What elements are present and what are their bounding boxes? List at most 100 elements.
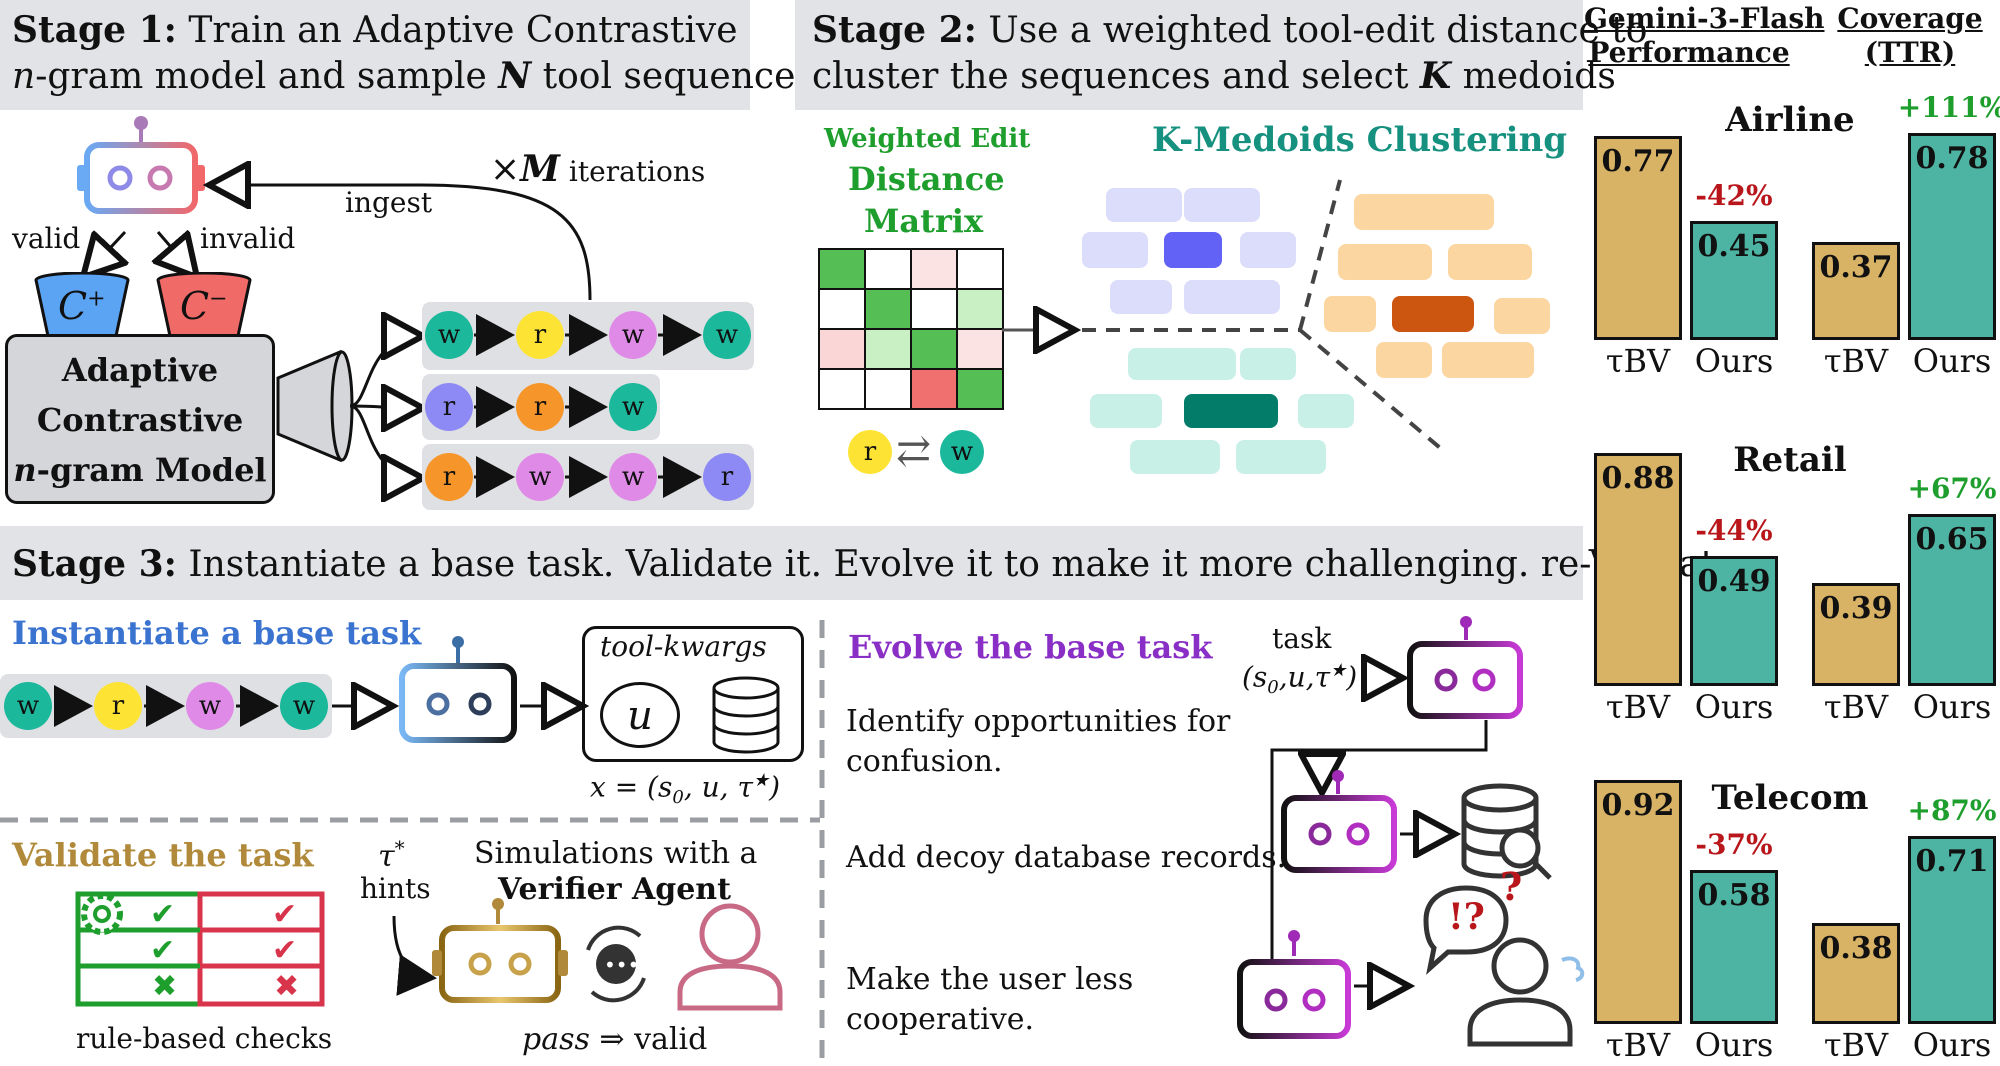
sequence-arrows bbox=[474, 314, 702, 498]
x-tick-label: τBV bbox=[1605, 1026, 1671, 1064]
bar-value-label: 0.37 bbox=[1819, 250, 1893, 285]
tau-star-label: τ* bbox=[378, 836, 405, 874]
stage1-heading: Stage 1: Train an Adaptive Contrastive bbox=[12, 9, 738, 51]
x-tick-label: τBV bbox=[1605, 342, 1671, 380]
bar-value-label: 0.38 bbox=[1819, 931, 1893, 966]
x-tick-label: τBV bbox=[1823, 342, 1889, 380]
swap-icon: ⇄ bbox=[896, 426, 932, 475]
tool-node: w bbox=[4, 682, 52, 730]
task-formula: x = (s0, u, τ★) bbox=[590, 770, 781, 808]
tool-node: w bbox=[609, 453, 657, 501]
cluster-chip bbox=[1184, 188, 1260, 222]
bar-value-label: 0.65 bbox=[1915, 522, 1989, 557]
cluster-chip bbox=[1110, 280, 1172, 314]
tool-node: w bbox=[609, 311, 657, 359]
domain-title: Telecom bbox=[1711, 778, 1869, 818]
domain-title: Retail bbox=[1733, 440, 1847, 480]
cluster-chip bbox=[1494, 298, 1550, 334]
bar bbox=[1594, 136, 1682, 340]
question-mark: ? bbox=[1500, 864, 1523, 909]
cluster-chip bbox=[1448, 244, 1532, 280]
evolve-graphics bbox=[1237, 616, 1585, 1047]
evolve-step-2: Add decoy database records. bbox=[846, 840, 1287, 875]
x-tick-label: τBV bbox=[1823, 1026, 1889, 1064]
tool-node: w bbox=[425, 311, 473, 359]
evolve-title: Evolve the base task bbox=[848, 628, 1213, 666]
svg-text:✖: ✖ bbox=[152, 969, 177, 1004]
medoid-chip bbox=[1184, 394, 1278, 428]
col1-header: Gemini-3-Flash Performance bbox=[1584, 2, 1825, 69]
change-label: -37% bbox=[1695, 828, 1773, 861]
bar bbox=[1690, 870, 1778, 1024]
stage1-header-band bbox=[0, 0, 750, 110]
cluster-chip bbox=[1240, 232, 1296, 268]
tool-node: w bbox=[703, 311, 751, 359]
task-label: task bbox=[1272, 622, 1332, 655]
change-label: +87% bbox=[1907, 794, 1997, 827]
weighted-edit-label: Weighted Edit bbox=[824, 124, 1031, 154]
cluster-chip bbox=[1128, 348, 1236, 380]
robot-icon bbox=[77, 116, 205, 214]
stage2-heading: Stage 2: Use a weighted tool-edit distan… bbox=[812, 9, 1648, 51]
evolve-step-1b: confusion. bbox=[846, 744, 1003, 779]
tool-node: r bbox=[425, 383, 473, 431]
change-label: -44% bbox=[1695, 514, 1773, 547]
bar-value-label: 0.45 bbox=[1697, 229, 1771, 264]
bar-value-label: 0.39 bbox=[1819, 591, 1893, 626]
bar-value-label: 0.78 bbox=[1915, 141, 1989, 176]
verifier-agent-label: Verifier Agent bbox=[498, 872, 731, 907]
x-tick-label: Ours bbox=[1912, 688, 1992, 726]
cluster-chip bbox=[1130, 440, 1220, 474]
svg-text:✔: ✔ bbox=[272, 897, 297, 932]
cluster-chip bbox=[1298, 394, 1354, 428]
medoid-chip bbox=[1164, 232, 1222, 268]
adaptive-contrastive-ngram-model: Adaptive Contrastive n-gram Model bbox=[5, 334, 275, 504]
bar bbox=[1812, 242, 1900, 340]
stage1-arrows bbox=[0, 0, 592, 520]
bar bbox=[1690, 221, 1778, 340]
cluster-chip bbox=[1240, 348, 1296, 380]
verifier-graphics: ••• bbox=[392, 898, 783, 1011]
instantiate-title: Instantiate a base task bbox=[12, 614, 422, 652]
x-tick-label: Ours bbox=[1694, 688, 1774, 726]
tool-node: w bbox=[280, 682, 328, 730]
valid-label: valid bbox=[12, 222, 81, 255]
svg-text:✔: ✔ bbox=[272, 933, 297, 968]
bar bbox=[1594, 780, 1682, 1024]
bar bbox=[1812, 923, 1900, 1024]
change-label: -42% bbox=[1695, 179, 1773, 212]
cluster-chip bbox=[1442, 342, 1534, 378]
cluster-chip bbox=[1376, 342, 1432, 378]
tool-node: w bbox=[186, 682, 234, 730]
tool-node: w bbox=[516, 453, 564, 501]
k-medoids-title: K-Medoids Clustering bbox=[1152, 120, 1568, 160]
cluster-chip bbox=[1106, 188, 1182, 222]
svg-text:✔: ✔ bbox=[150, 897, 175, 932]
user-utterance-bubble-icon: u bbox=[600, 682, 680, 748]
bar bbox=[1908, 514, 1996, 686]
cluster-chip bbox=[1184, 280, 1280, 314]
x-tick-label: Ours bbox=[1694, 342, 1774, 380]
bar bbox=[1908, 133, 1996, 340]
evolve-step-3: Make the user less bbox=[846, 962, 1134, 997]
hints-label: hints bbox=[360, 872, 431, 905]
stage3-separators bbox=[0, 620, 825, 1066]
domain-title: Airline bbox=[1725, 100, 1855, 140]
tool-kwargs-label: tool-kwargs bbox=[600, 630, 767, 663]
stage3-heading: Stage 3: Instantiate a base task. Valida… bbox=[12, 543, 1748, 585]
stage3-header-band bbox=[0, 526, 1583, 600]
stage2-heading-line2: cluster the sequences and select K medoi… bbox=[812, 55, 1616, 97]
col2-header: Coverage (TTR) bbox=[1837, 2, 1983, 69]
svg-text:✖: ✖ bbox=[274, 969, 299, 1004]
tool-node: r bbox=[425, 453, 473, 501]
x-tick-label: Ours bbox=[1912, 1026, 1992, 1064]
matrix-to-cluster-arrow bbox=[1002, 300, 1090, 360]
c-minus-bucket-icon bbox=[156, 272, 252, 338]
medoid-chip bbox=[1392, 296, 1474, 332]
bar-value-label: 0.58 bbox=[1697, 878, 1771, 913]
x-tick-label: Ours bbox=[1912, 342, 1992, 380]
x-tick-label: τBV bbox=[1823, 688, 1889, 726]
tool-node: r bbox=[94, 682, 142, 730]
svg-text:✔: ✔ bbox=[150, 933, 175, 968]
matrix-label: Matrix bbox=[864, 202, 984, 240]
